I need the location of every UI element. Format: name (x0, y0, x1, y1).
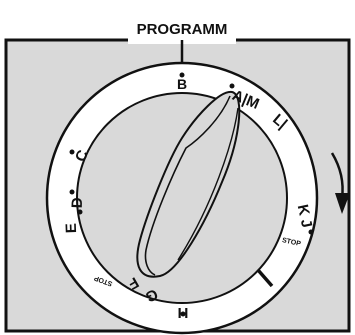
marker-dot (309, 230, 314, 235)
marker-dot (230, 84, 235, 89)
label-h: H (178, 304, 189, 321)
label-d: D (69, 197, 86, 209)
title-label: PROGRAMM (137, 21, 228, 38)
marker-dot (70, 190, 75, 195)
marker-dot (78, 210, 83, 215)
label-b: B (177, 76, 187, 92)
label-e: E (63, 223, 80, 234)
